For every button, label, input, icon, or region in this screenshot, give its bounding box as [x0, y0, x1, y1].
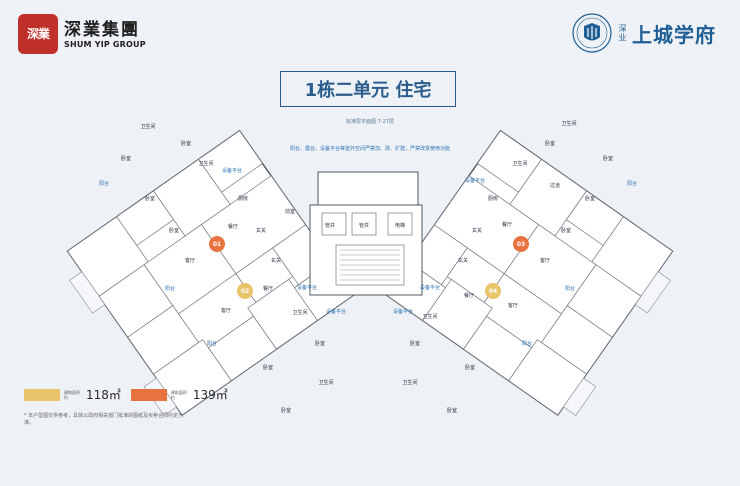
label-living-2: 客厅: [221, 307, 231, 314]
project-name: 上城学府: [632, 22, 716, 47]
svg-text:04: 04: [489, 288, 497, 295]
label-entrance-3: 玄关: [472, 227, 482, 234]
school-emblem-icon: [572, 13, 612, 53]
left-wing: [66, 129, 356, 416]
page-title: 1栋二单元 住宅: [280, 71, 456, 107]
label-bedroom-14: 卧室: [447, 407, 457, 414]
unit-badge-03: 03: [513, 236, 529, 252]
label-bedroom-12: 卧室: [410, 340, 420, 347]
label-bedroom-11: 卧室: [561, 227, 571, 234]
legend-swatch-yellow: [24, 388, 60, 401]
label-dining-3: 餐厅: [502, 221, 512, 228]
area-legend: 建筑面积约 118㎡ 建筑面积约 139㎡: [24, 386, 228, 403]
label-living-3: 客厅: [540, 257, 550, 264]
label-elevator: 电梯: [395, 222, 405, 229]
label-balcony-3: 阳台: [207, 340, 217, 347]
legend-item-139: 建筑面积约 139㎡: [130, 386, 228, 403]
label-bathroom-5: 卫生间: [561, 120, 576, 127]
label-balcony-1: 阳台: [99, 180, 109, 187]
label-entrance-1: 玄关: [256, 227, 266, 234]
label-front-room: 前室: [285, 208, 295, 215]
label-bedroom-8: 卧室: [545, 140, 555, 147]
label-bathroom-4: 卫生间: [318, 379, 333, 386]
label-entrance-2: 玄关: [271, 257, 281, 264]
seal-logo: 深業: [18, 14, 58, 54]
label-equipment-2: 设备平台: [465, 177, 485, 184]
label-equipment-5: 设备平台: [420, 284, 440, 291]
label-bedroom-4: 卧室: [169, 227, 179, 234]
project-logo: 深业 上城学府: [571, 12, 716, 54]
unit-badge-01: 01: [209, 236, 225, 252]
label-bedroom-9: 卧室: [603, 155, 613, 162]
label-entrance-4: 玄关: [458, 257, 468, 264]
label-corridor: 过道: [550, 182, 560, 189]
label-bathroom-7: 卫生间: [422, 313, 437, 320]
floor-note: 标准层平面图 7-27层: [346, 119, 394, 125]
legend-swatch-orange: [130, 388, 167, 401]
label-balcony-2: 阳台: [165, 285, 175, 292]
label-equipment-1: 设备平台: [222, 167, 242, 174]
label-dining-4: 餐厅: [464, 292, 474, 299]
label-bedroom-2: 卧室: [121, 155, 131, 162]
label-bathroom-3: 卫生间: [292, 309, 307, 316]
label-bathroom-6: 卫生间: [512, 160, 527, 167]
label-shaft-1: 管井: [325, 222, 335, 229]
legend-item-118: 建筑面积约 118㎡: [24, 386, 121, 403]
warning-note: 阳台、露台、设备平台等室外空间严禁加、改、扩建，严禁改变使用功能: [289, 146, 450, 152]
label-living-1: 客厅: [185, 257, 195, 264]
label-living-4: 客厅: [508, 302, 518, 309]
brand-name-cn: 深業集團: [64, 19, 140, 40]
label-bathroom-2: 卫生间: [198, 160, 213, 167]
unit-badge-04: 04: [485, 283, 501, 299]
right-wing: [384, 129, 674, 416]
brand-name-en: SHUM YIP GROUP: [64, 39, 146, 49]
label-equipment-6: 设备平台: [393, 308, 413, 315]
label-bedroom-5: 卧室: [315, 340, 325, 347]
label-bathroom-8: 卫生间: [402, 379, 417, 386]
label-kitchen-1: 厨房: [238, 195, 248, 202]
label-bedroom-13: 卧室: [465, 364, 475, 371]
label-balcony-4: 阳台: [627, 180, 637, 187]
svg-text:02: 02: [241, 288, 249, 295]
label-bedroom-6: 卧室: [263, 364, 273, 371]
label-equipment-4: 设备平台: [326, 308, 346, 315]
svg-text:03: 03: [517, 241, 525, 248]
label-kitchen-2: 厨房: [488, 195, 498, 202]
central-core: [309, 171, 423, 296]
label-bedroom-3: 卧室: [145, 195, 155, 202]
label-bathroom-1: 卫生间: [140, 123, 155, 130]
label-bedroom-1: 卧室: [181, 140, 191, 147]
brand-logo-left: 深業 深業集團 SHUM YIP GROUP: [18, 14, 146, 54]
label-equipment-3: 设备平台: [297, 284, 317, 291]
label-dining-1: 餐厅: [228, 223, 238, 230]
label-dining-2: 餐厅: [263, 285, 273, 292]
label-bedroom-7: 卧室: [281, 407, 291, 414]
project-prefix: 深业: [618, 24, 627, 42]
label-balcony-6: 阳台: [522, 340, 532, 347]
label-balcony-5: 阳台: [565, 285, 575, 292]
unit-badge-02: 02: [237, 283, 253, 299]
label-bedroom-10: 卧室: [585, 195, 595, 202]
label-shaft-2: 管井: [359, 222, 369, 229]
footnote: * 本户型图仅供参考，具体以政府相关部门批准的图纸及买卖合同约定为准。: [24, 413, 184, 426]
svg-text:01: 01: [213, 241, 221, 248]
